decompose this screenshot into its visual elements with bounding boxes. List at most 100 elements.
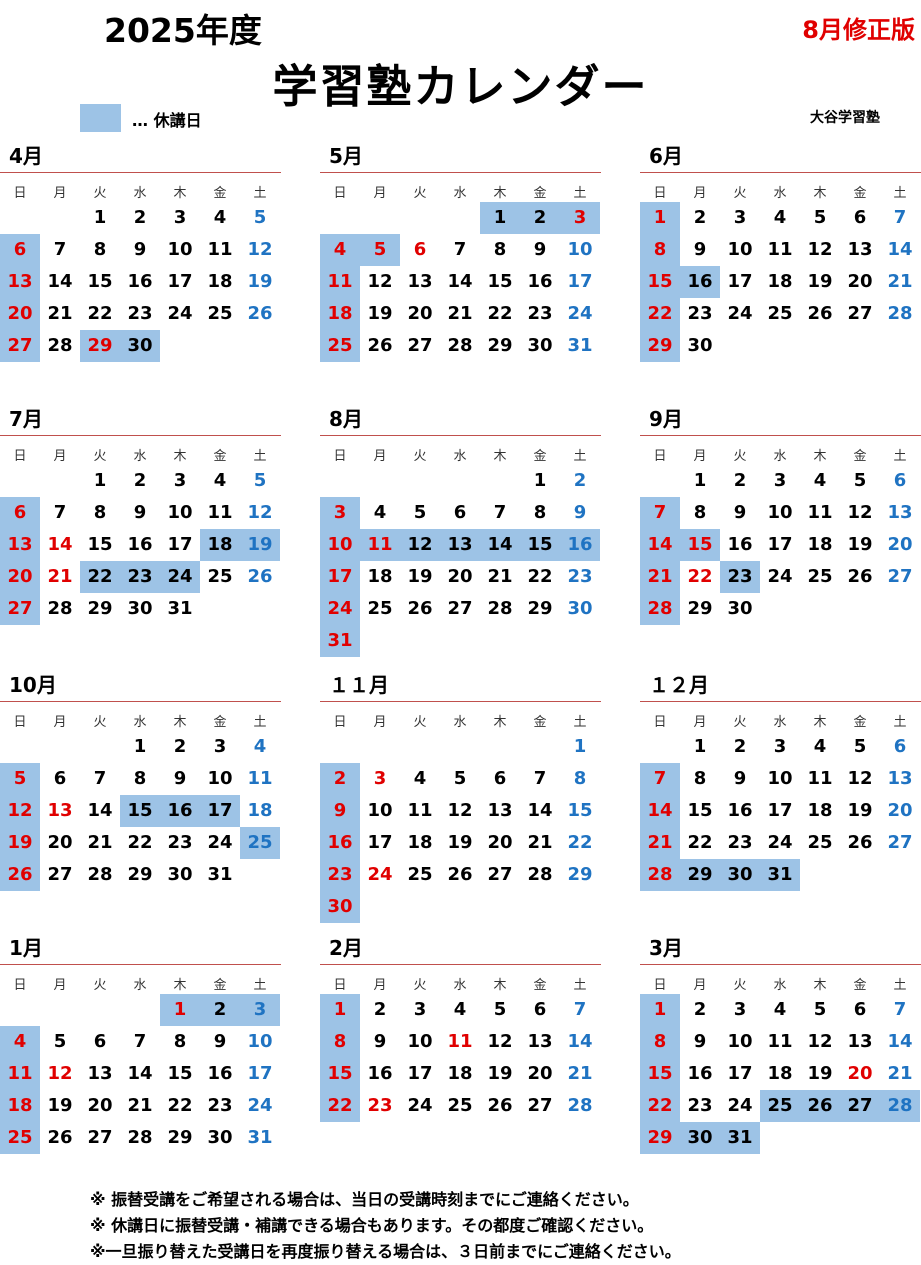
- legend-label: … 休講日: [132, 111, 202, 130]
- day-cell: 11: [207, 239, 233, 260]
- day-cell: 22: [527, 566, 553, 587]
- day-cell-closed: 29: [80, 330, 120, 362]
- day-cell: 4: [773, 207, 787, 228]
- day-cell: 13: [487, 800, 513, 821]
- day-cell-closed: 1: [320, 994, 360, 1026]
- day-cell: 2: [693, 999, 707, 1020]
- day-cell: 31: [207, 864, 233, 885]
- day-cell-closed: 4: [320, 234, 360, 266]
- day-cell: 26: [807, 303, 833, 324]
- day-cell: 16: [207, 1063, 233, 1084]
- day-cell: 20: [407, 303, 433, 324]
- day-cell: 9: [693, 239, 707, 260]
- day-cell: 7: [893, 207, 907, 228]
- day-cell-closed: 8: [640, 234, 680, 266]
- day-cell: 14: [127, 1063, 153, 1084]
- day-cell: 26: [247, 303, 273, 324]
- day-cell-closed: 8: [320, 1026, 360, 1058]
- day-cell-closed: 21: [640, 561, 680, 593]
- weekday-label: 水: [133, 715, 147, 730]
- weekday-label: 水: [133, 186, 147, 201]
- day-cell-closed: 23: [320, 859, 360, 891]
- revision-label: 8月修正版: [802, 16, 915, 44]
- weekday-label: 月: [53, 449, 67, 464]
- day-cell: 7: [93, 768, 107, 789]
- day-cell-closed: 30: [320, 891, 360, 923]
- weekday-label: 火: [93, 715, 107, 730]
- day-cell: 7: [493, 502, 507, 523]
- day-cell: 8: [573, 768, 587, 789]
- day-cell: 20: [487, 832, 513, 853]
- day-cell: 9: [733, 502, 747, 523]
- day-cell: 6: [53, 768, 67, 789]
- weekday-label: 土: [893, 978, 907, 993]
- weekday-label: 木: [173, 449, 187, 464]
- day-cell: 23: [367, 1095, 393, 1116]
- day-cell: 3: [773, 736, 787, 757]
- day-cell-closed: 3: [560, 202, 600, 234]
- day-cell: 6: [893, 470, 907, 491]
- day-cell-closed: 14: [640, 529, 680, 561]
- day-cell: 4: [773, 999, 787, 1020]
- day-cell: 29: [687, 598, 713, 619]
- day-cell: 21: [487, 566, 513, 587]
- day-cell: 2: [733, 736, 747, 757]
- day-cell-closed: 27: [840, 1090, 880, 1122]
- day-cell: 2: [693, 207, 707, 228]
- month-divider: [320, 435, 601, 436]
- day-cell: 26: [247, 566, 273, 587]
- day-cell: 27: [887, 832, 913, 853]
- day-cell-closed: 29: [640, 1122, 680, 1154]
- weekday-label: 木: [813, 186, 827, 201]
- day-cell: 21: [567, 1063, 593, 1084]
- day-cell: 14: [887, 1031, 913, 1052]
- day-cell: 2: [173, 736, 187, 757]
- weekday-label: 日: [653, 186, 667, 201]
- day-cell: 18: [367, 566, 393, 587]
- day-cell-closed: 3: [240, 994, 280, 1026]
- day-cell-closed: 26: [800, 1090, 840, 1122]
- day-cell: 18: [247, 800, 273, 821]
- day-cell: 2: [373, 999, 387, 1020]
- day-cell-closed: 11: [360, 529, 400, 561]
- day-cell: 8: [493, 239, 507, 260]
- weekday-label: 火: [413, 715, 427, 730]
- day-cell-closed: 6: [0, 497, 40, 529]
- month-divider: [320, 172, 601, 173]
- day-cell-closed: 22: [320, 1090, 360, 1122]
- day-cell-closed: 15: [320, 1058, 360, 1090]
- weekday-label: 木: [493, 186, 507, 201]
- day-cell-closed: 26: [0, 859, 40, 891]
- day-cell-closed: 9: [320, 795, 360, 827]
- day-cell: 3: [213, 736, 227, 757]
- weekday-label: 日: [653, 715, 667, 730]
- day-cell: 24: [167, 303, 193, 324]
- month-title: 4月: [9, 144, 43, 168]
- weekday-label: 水: [453, 186, 467, 201]
- weekday-label: 水: [133, 449, 147, 464]
- weekday-label: 月: [53, 978, 67, 993]
- day-cell: 10: [567, 239, 593, 260]
- day-cell: 23: [567, 566, 593, 587]
- month-title: 5月: [329, 144, 363, 168]
- day-cell: 3: [773, 470, 787, 491]
- day-cell: 14: [567, 1031, 593, 1052]
- day-cell: 10: [247, 1031, 273, 1052]
- day-cell: 29: [87, 598, 113, 619]
- day-cell-closed: 23: [120, 561, 160, 593]
- weekday-label: 木: [813, 978, 827, 993]
- day-cell: 29: [487, 335, 513, 356]
- day-cell: 8: [93, 239, 107, 260]
- day-cell: 29: [567, 864, 593, 885]
- day-cell: 11: [247, 768, 273, 789]
- day-cell: 4: [813, 470, 827, 491]
- day-cell: 2: [573, 470, 587, 491]
- day-cell: 22: [127, 832, 153, 853]
- day-cell: 4: [373, 502, 387, 523]
- month-divider: [640, 701, 921, 702]
- weekday-label: 水: [773, 715, 787, 730]
- weekday-label: 金: [853, 186, 867, 201]
- weekday-label: 月: [693, 186, 707, 201]
- day-cell-closed: 3: [320, 497, 360, 529]
- day-cell-closed: 16: [320, 827, 360, 859]
